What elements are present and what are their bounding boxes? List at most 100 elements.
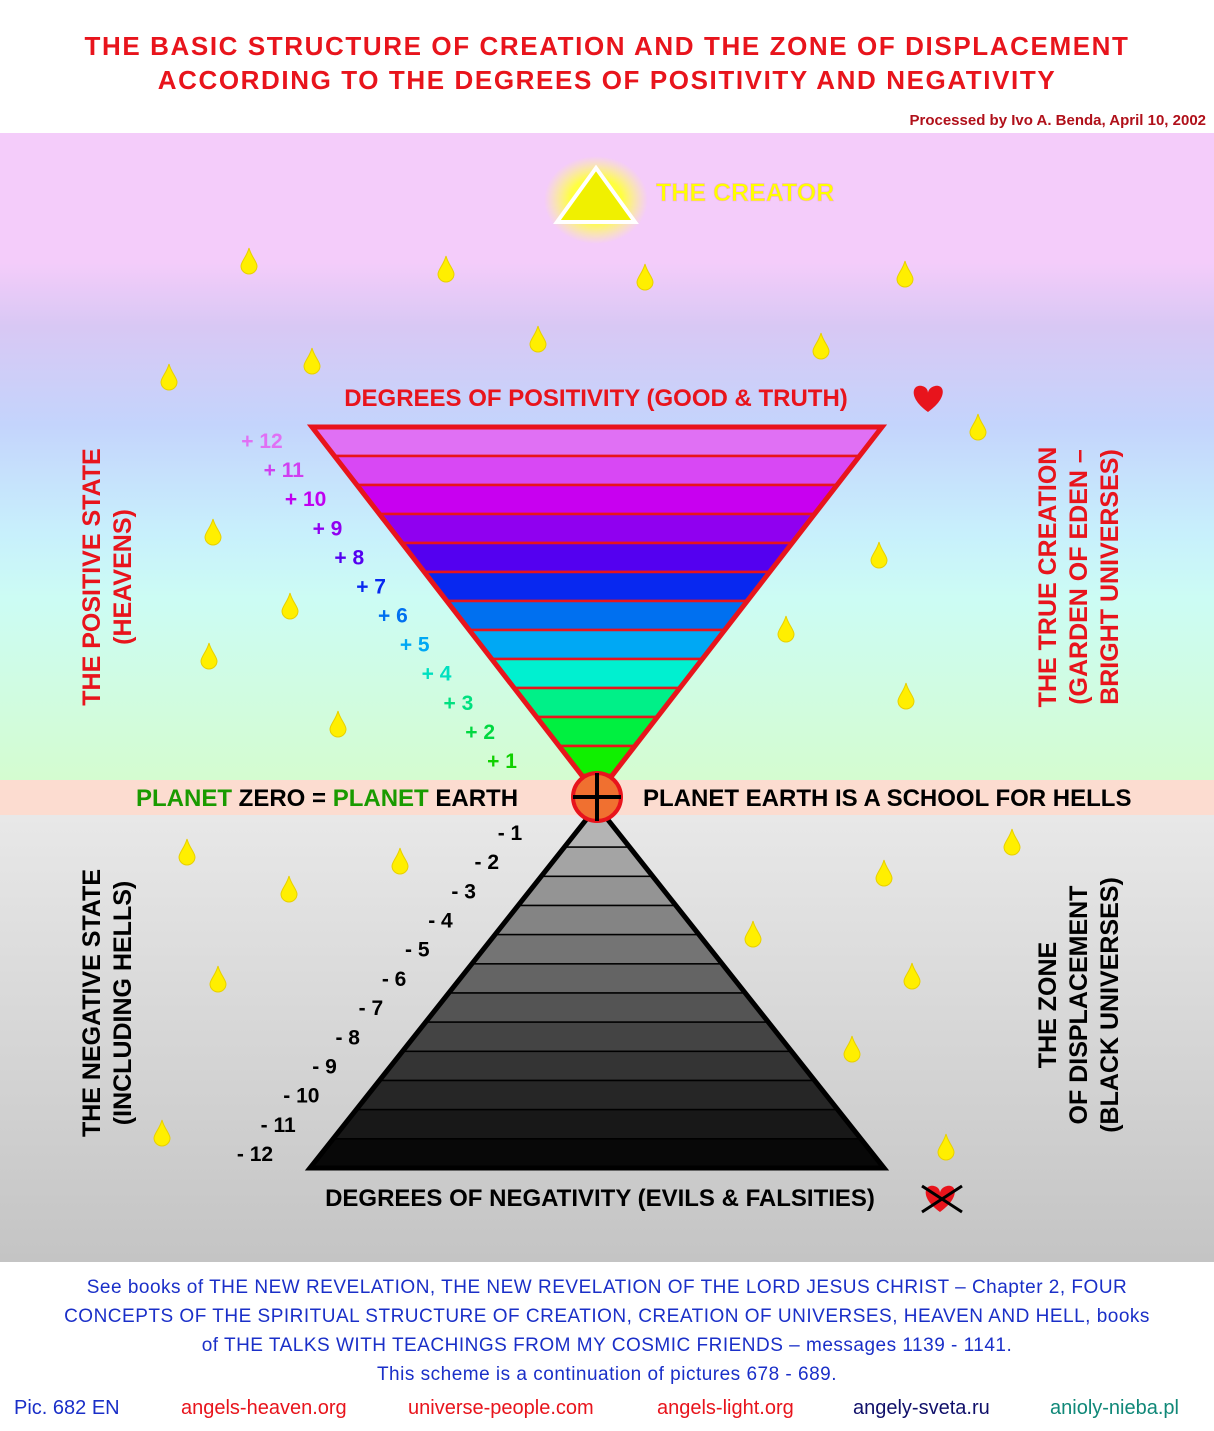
positivity-band — [399, 541, 795, 574]
teardrop-icon — [437, 255, 455, 283]
positivity-heading: DEGREES OF POSITIVITY (GOOD & TRUTH) — [344, 385, 848, 412]
black-universes-label: (BLACK UNIVERSES) — [1096, 877, 1124, 1133]
footer-line-2: CONCEPTS OF THE SPIRITUAL STRUCTURE OF C… — [64, 1306, 1150, 1327]
positivity-band — [354, 483, 840, 516]
link-angels-heaven[interactable]: angels-heaven.org — [181, 1397, 347, 1419]
teardrop-icon — [280, 875, 298, 903]
creator-label: THE CREATOR — [656, 179, 834, 207]
teardrop-icon — [178, 838, 196, 866]
footer-line-4: This scheme is a continuation of picture… — [376, 1364, 838, 1385]
teardrops — [153, 247, 1021, 1161]
negativity-heading: DEGREES OF NEGATIVITY (EVILS & FALSITIES… — [325, 1185, 875, 1212]
negativity-band — [354, 1079, 840, 1111]
title-line-2: ACCORDING TO THE DEGREES OF POSITIVITY A… — [157, 65, 1057, 95]
planet-zero-text: PLANET ZERO = PLANET EARTH — [136, 785, 518, 812]
of-displacement-label: OF DISPLACEMENT — [1065, 886, 1093, 1125]
negativity-level-label: - 8 — [335, 1026, 360, 1049]
teardrop-icon — [160, 363, 178, 391]
positivity-triangle — [306, 424, 888, 800]
teardrop-icon — [903, 962, 921, 990]
teardrop-icon — [529, 325, 547, 353]
including-hells-label: (INCLUDING HELLS) — [109, 881, 137, 1125]
negativity-level-label: - 12 — [237, 1143, 273, 1166]
negativity-band — [447, 963, 747, 994]
positivity-level-label: + 4 — [422, 663, 452, 686]
positivity-level-label: + 7 — [356, 575, 386, 598]
teardrop-icon — [744, 920, 762, 948]
teardrop-icon — [303, 347, 321, 375]
negativity-band — [331, 1108, 863, 1140]
school-for-hells-text: PLANET EARTH IS A SCHOOL FOR HELLS — [643, 785, 1131, 812]
negativity-level-label: - 3 — [451, 880, 476, 903]
true-creation-label: THE TRUE CREATION — [1034, 447, 1062, 708]
crossed-heart-icon — [921, 1184, 963, 1214]
negativity-level-label: - 5 — [405, 939, 430, 962]
teardrop-icon — [896, 260, 914, 288]
negativity-band — [493, 904, 701, 936]
teardrop-icon — [636, 263, 654, 291]
footer-line-3: of THE TALKS WITH TEACHINGS FROM MY COSM… — [201, 1335, 1013, 1356]
negativity-level-label: - 10 — [283, 1085, 319, 1108]
teardrop-icon — [200, 642, 218, 670]
link-universe-people[interactable]: universe-people.com — [408, 1397, 594, 1419]
negativity-band — [470, 933, 724, 965]
negativity-level-label: - 7 — [359, 997, 384, 1020]
negativity-band — [400, 1021, 794, 1053]
teardrop-icon — [153, 1119, 171, 1147]
footer-line-1: See books of THE NEW REVELATION, THE NEW… — [86, 1277, 1128, 1298]
link-anioly-nieba[interactable]: anioly-nieba.pl — [1050, 1397, 1179, 1419]
positivity-level-label: + 9 — [313, 517, 343, 540]
positivity-band — [421, 570, 773, 603]
creator-icon — [544, 156, 648, 244]
positivity-level-label: + 3 — [443, 692, 473, 715]
positivity-band — [466, 628, 728, 661]
negativity-triangle — [304, 801, 890, 1171]
teardrop-icon — [204, 518, 222, 546]
credit: Processed by Ivo A. Benda, April 10, 200… — [909, 112, 1206, 129]
positivity-band — [444, 599, 750, 632]
teardrop-icon — [240, 247, 258, 275]
positivity-level-label: + 12 — [241, 430, 282, 453]
negativity-band — [516, 875, 678, 907]
teardrop-icon — [843, 1035, 861, 1063]
positive-state-label: THE POSITIVE STATE — [78, 448, 106, 705]
planet-earth-icon — [571, 771, 623, 823]
teardrop-icon — [1003, 828, 1021, 856]
heavens-label: (HEAVENS) — [109, 509, 137, 645]
positivity-level-label: + 6 — [378, 605, 408, 628]
link-angely-sveta[interactable]: angely-sveta.ru — [853, 1397, 990, 1419]
teardrop-icon — [209, 965, 227, 993]
positivity-band — [331, 454, 863, 487]
negativity-level-label: - 6 — [382, 968, 407, 991]
positivity-level-label: + 1 — [487, 750, 517, 773]
negativity-band — [424, 992, 770, 1023]
positivity-level-label: + 10 — [285, 488, 326, 511]
positivity-level-label: + 11 — [264, 459, 305, 482]
picture-number: Pic. 682 EN — [14, 1397, 120, 1419]
teardrop-icon — [897, 682, 915, 710]
teardrop-icon — [937, 1133, 955, 1161]
teardrop-icon — [281, 592, 299, 620]
garden-of-eden-label: (GARDEN OF EDEN – — [1065, 449, 1093, 705]
the-zone-label: THE ZONE — [1034, 942, 1062, 1068]
teardrop-icon — [391, 847, 409, 875]
negativity-level-label: - 1 — [498, 822, 523, 845]
positivity-band — [489, 657, 705, 690]
negative-state-label: THE NEGATIVE STATE — [78, 869, 106, 1137]
bright-universes-label: BRIGHT UNIVERSES) — [1096, 449, 1124, 705]
negativity-level-label: - 4 — [428, 910, 453, 933]
link-angels-light[interactable]: angels-light.org — [657, 1397, 794, 1419]
teardrop-icon — [329, 710, 347, 738]
positivity-band — [376, 512, 818, 545]
teardrop-icon — [969, 413, 987, 441]
positivity-level-label: + 5 — [400, 634, 430, 657]
negativity-level-label: - 2 — [475, 851, 500, 874]
positivity-level-label: + 8 — [334, 546, 364, 569]
teardrop-icon — [812, 332, 830, 360]
positivity-band — [309, 425, 885, 458]
heart-icon — [913, 385, 943, 412]
negativity-band — [377, 1050, 817, 1082]
negativity-outline — [304, 801, 890, 1171]
